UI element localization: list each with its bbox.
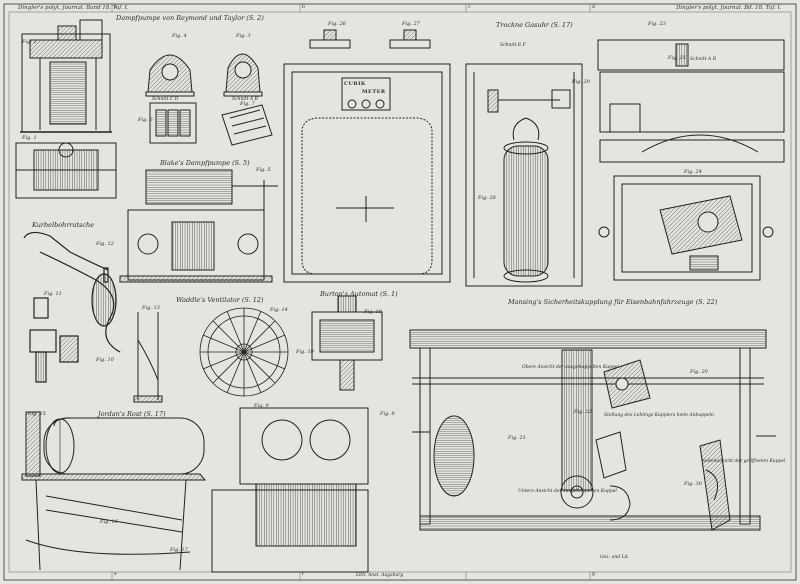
blake-pump-figure: [119, 169, 278, 283]
dial-word-cubik: CUBIK: [344, 81, 366, 87]
fig-label: Fig. 20: [690, 369, 708, 375]
fig-label: Fig. 1: [22, 135, 37, 141]
section-label: Schnitt C D: [152, 97, 179, 102]
title-reymond-pump: Dampfpumpe von Reymond und Taylor (S. 2): [116, 14, 264, 22]
note-untere-ansicht: Untere Ansicht der ausgekuppelten Kuppel: [518, 489, 617, 494]
margin-ticks: [111, 4, 591, 580]
margin-mark: e: [114, 572, 117, 577]
margin-mark: a: [114, 5, 117, 10]
margin-mark: b: [302, 5, 305, 10]
title-brace: Kurbelbohrratsche: [32, 221, 95, 229]
title-trockne-gasuhr: Trockne Gasuhr (S. 17): [496, 21, 573, 29]
fig-label: Fig. 18: [364, 309, 382, 315]
fig-label: Fig. 3: [236, 33, 251, 39]
fig-label: Fig. 29: [572, 79, 590, 85]
column-figure: [133, 312, 163, 403]
section-label: Schnitt A B: [690, 57, 716, 62]
fig-label: Fig. 19: [296, 349, 314, 355]
fig-label: Fig. 4: [172, 33, 187, 39]
fig-label: Fig. 15: [28, 411, 46, 417]
margin-mark: g: [592, 572, 595, 577]
fig-label: Fig. 12: [96, 241, 114, 247]
dial-word-meter: METER: [362, 89, 386, 95]
header-left: Dingler's polyt. Journal. Band 18. Taf. …: [18, 5, 129, 11]
burton-automat: [211, 295, 383, 573]
gas-meter-front: [283, 29, 451, 283]
fig-label: Fig. 13: [142, 305, 160, 311]
section-label: Schnitt E F: [500, 43, 526, 48]
margin-mark: c: [468, 5, 471, 10]
fig-label: Fig. 28: [478, 195, 496, 201]
jordan-grate: [21, 411, 207, 571]
note-seitenansicht: Seitenansicht der geöffneten Kuppel: [702, 459, 786, 464]
fig-label: Fig. 26: [328, 21, 346, 27]
footer-right: Gez. und Lit.: [600, 555, 630, 560]
fig-label: Fig. 7: [240, 101, 255, 107]
fig-label: Fig. 5: [256, 167, 271, 173]
fig-label: Fig. 8: [380, 411, 395, 417]
title-waddle-ventilator: Waddle's Ventilator (S. 12): [176, 296, 264, 304]
header-right: Dingler's polyt. Journal. Bd. 18. Taf. I…: [676, 5, 782, 11]
fig-label: Fig. 22: [574, 409, 592, 415]
fig-label: Fig. 23: [648, 21, 666, 27]
margin-mark: d: [592, 5, 595, 10]
safety-coupling: [409, 329, 776, 531]
margin-mark: f: [302, 572, 304, 577]
dry-gas-meter: [465, 63, 583, 287]
title-jordan-rost: Jordan's Rost (S. 17): [98, 410, 166, 418]
title-burton-automat: Burton's Automat (S. 1): [320, 290, 398, 298]
fig-label: Fig. 27: [402, 21, 420, 27]
fig-label: Fig. 11: [44, 291, 62, 297]
fig-label: Fig. 24: [684, 169, 702, 175]
fig-label: Fig. 9: [254, 403, 269, 409]
fig-label: Fig. 21: [508, 435, 526, 441]
fig-label: Fig. 17: [170, 547, 188, 553]
waddle-ventilator: [199, 307, 289, 397]
title-safety-coupling: Mansing's Sicherheitskupplung für Eisenb…: [508, 298, 718, 306]
fig-label: Fig. 25: [668, 55, 686, 61]
fig-label: Fig. 2: [22, 39, 37, 45]
brace-figure: [23, 231, 121, 383]
right-top-figures: [597, 39, 785, 281]
fig-label: Fig. 10: [96, 357, 114, 363]
footer-center: Lith. Anst. Augsburg: [356, 573, 404, 578]
title-blake-pump: Blake's Dampfpumpe (S. 5): [160, 159, 250, 167]
fig-label: Fig. 6: [138, 117, 153, 123]
pump-reymond-figures: [15, 19, 273, 199]
fig-label: Fig. 30: [684, 481, 702, 487]
note-stellung: Stellung des Lehlings Kupplers beim Anku…: [604, 413, 714, 418]
section-label: Schnitt A B: [232, 97, 258, 102]
fig-label: Fig. 14: [270, 307, 288, 313]
note-obere-ansicht: Obere Ansicht der ausgekuppelten Kuppel: [522, 365, 619, 370]
fig-label: Fig. 16: [100, 519, 118, 525]
